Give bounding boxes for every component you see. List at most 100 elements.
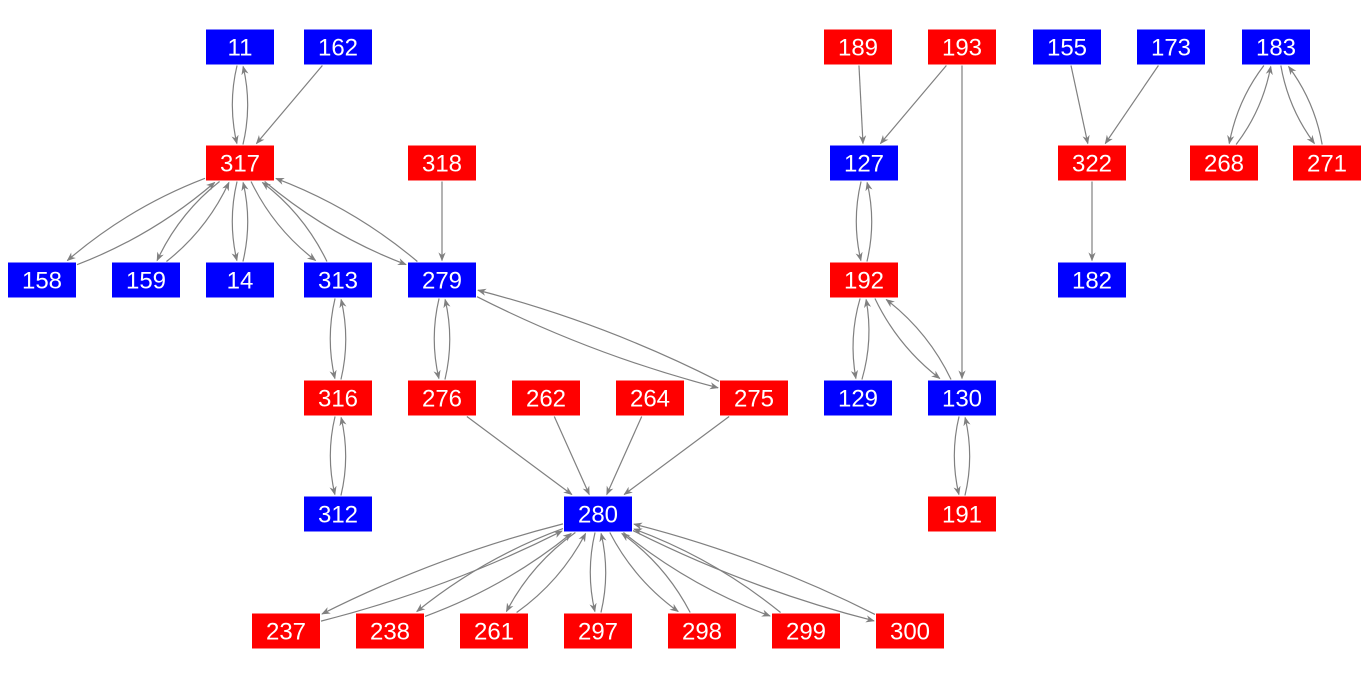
node-box [928,496,996,532]
node-box [824,29,892,65]
node-14[interactable]: 14 [206,262,274,298]
node-279[interactable]: 279 [408,262,476,298]
edge-313-to-317 [261,181,328,262]
node-box [830,145,898,181]
node-label: 129 [838,386,878,413]
node-262[interactable]: 262 [512,380,580,416]
edge-192-to-130 [874,298,941,380]
node-box [460,613,528,649]
node-300[interactable]: 300 [876,613,944,649]
node-162[interactable]: 162 [304,29,372,65]
node-label: 297 [578,619,618,646]
edge-275-to-280 [623,416,730,496]
node-box [408,380,476,416]
edge-280-to-300 [632,530,875,623]
edge-313-to-316 [329,298,337,380]
node-322[interactable]: 322 [1058,145,1126,181]
node-label: 280 [578,502,618,529]
node-box [206,262,274,298]
edge-280-to-261 [505,532,576,613]
node-299[interactable]: 299 [772,613,840,649]
edge-300-to-280 [633,522,876,615]
node-129[interactable]: 129 [824,380,892,416]
node-label: 158 [22,268,62,295]
edge-238-to-280 [424,532,572,617]
edge-191-to-130 [963,416,971,496]
edge-127-to-192 [855,181,863,262]
node-box [8,262,76,298]
node-271[interactable]: 271 [1293,145,1361,181]
node-box [356,613,424,649]
edge-299-to-280 [633,528,781,613]
node-label: 14 [227,268,254,295]
node-130[interactable]: 130 [928,380,996,416]
node-189[interactable]: 189 [824,29,892,65]
edge-317-to-158 [66,177,206,262]
edge-158-to-317 [76,181,216,266]
node-318[interactable]: 318 [408,145,476,181]
node-label: 192 [844,268,884,295]
node-191[interactable]: 191 [928,496,996,532]
node-box [1137,29,1205,65]
node-label: 312 [318,502,358,529]
node-264[interactable]: 264 [616,380,684,416]
node-box [408,262,476,298]
node-box [830,262,898,298]
node-box [408,145,476,181]
edge-155-to-322 [1070,65,1090,145]
node-box [206,29,274,65]
edge-297-to-280 [599,532,607,613]
node-label: 130 [942,386,982,413]
node-label: 127 [844,151,884,178]
node-label: 191 [942,502,982,529]
node-159[interactable]: 159 [112,262,180,298]
node-box [564,613,632,649]
node-box [1190,145,1258,181]
edge-130-to-192 [885,298,952,380]
node-box [564,496,632,532]
node-316[interactable]: 316 [304,380,372,416]
node-box [720,380,788,416]
edge-276-to-280 [466,416,573,496]
node-238[interactable]: 238 [356,613,424,649]
node-183[interactable]: 183 [1242,29,1310,65]
node-268[interactable]: 268 [1190,145,1258,181]
node-label: 262 [526,386,566,413]
node-313[interactable]: 313 [304,262,372,298]
edge-280-to-237 [321,523,564,615]
node-box [112,262,180,298]
edge-317-to-11 [241,65,249,145]
node-182[interactable]: 182 [1058,262,1126,298]
edge-316-to-312 [329,416,337,496]
edge-183-to-271 [1280,65,1315,145]
node-label: 271 [1307,151,1347,178]
node-193[interactable]: 193 [928,29,996,65]
edge-312-to-316 [339,416,347,496]
node-312[interactable]: 312 [304,496,372,532]
node-155[interactable]: 155 [1033,29,1101,65]
node-label: 299 [786,619,826,646]
node-280[interactable]: 280 [564,496,632,532]
node-173[interactable]: 173 [1137,29,1205,65]
edge-268-to-183 [1235,65,1273,145]
node-192[interactable]: 192 [830,262,898,298]
edge-276-to-279 [443,298,451,380]
edge-317-to-279 [264,181,407,266]
node-11[interactable]: 11 [206,29,274,65]
node-label: 162 [318,35,358,62]
node-275[interactable]: 275 [720,380,788,416]
node-box [1242,29,1310,65]
edge-280-to-299 [623,532,771,617]
node-317[interactable]: 317 [206,145,274,181]
node-276[interactable]: 276 [408,380,476,416]
node-237[interactable]: 237 [252,613,320,649]
node-297[interactable]: 297 [564,613,632,649]
node-label: 313 [318,268,358,295]
node-158[interactable]: 158 [8,262,76,298]
node-261[interactable]: 261 [460,613,528,649]
node-127[interactable]: 127 [830,145,898,181]
node-box [876,613,944,649]
node-box [928,380,996,416]
edges-layer [66,65,1323,623]
node-298[interactable]: 298 [668,613,736,649]
